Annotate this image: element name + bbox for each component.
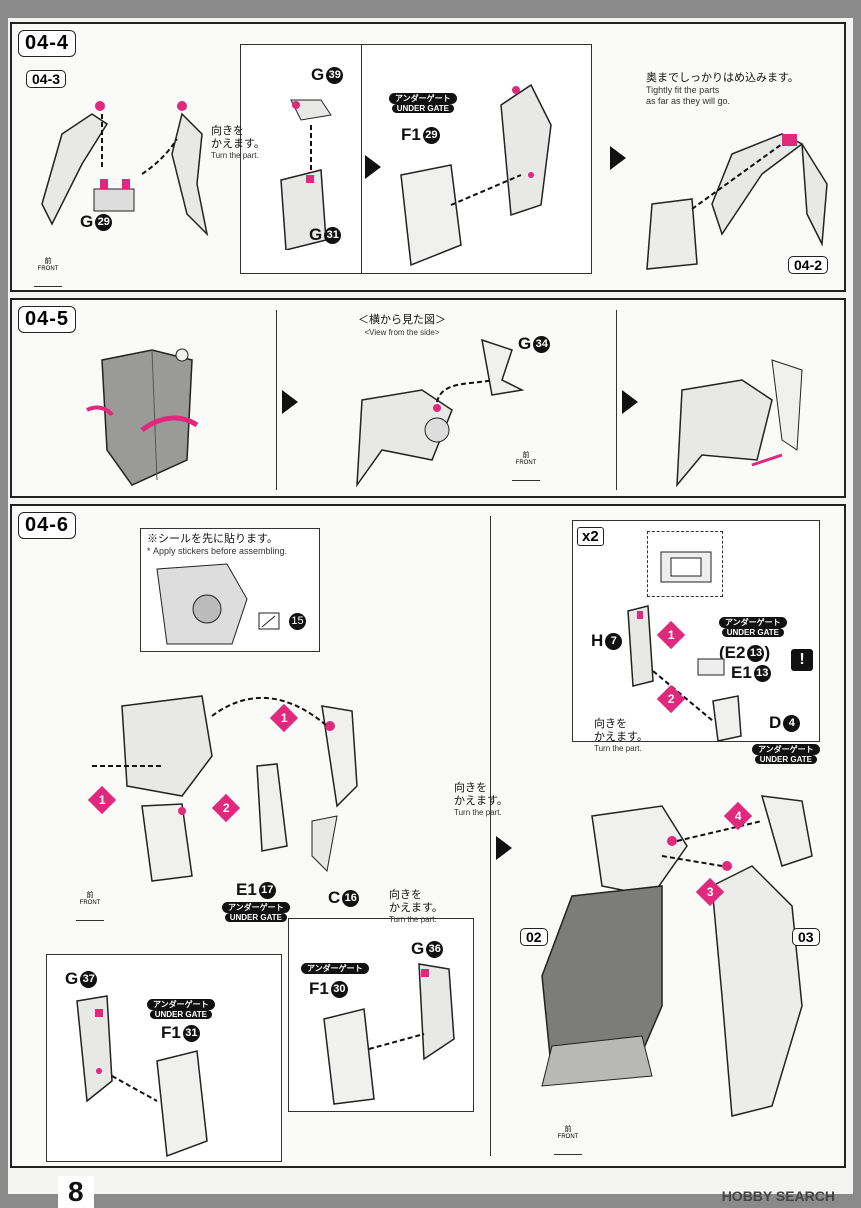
ref-tag-04-2: 04-2: [788, 256, 829, 274]
leg-assembly-illustration: [541, 795, 813, 1117]
step-divider: [490, 516, 491, 1156]
sticker-number: 15: [289, 613, 306, 630]
caution-icon: !: [791, 649, 813, 671]
step-arrow: [282, 390, 298, 414]
x2-illustration: [627, 605, 742, 741]
step-tag: 04-4: [18, 30, 77, 57]
step-divider: [616, 310, 617, 490]
fit-instruction: 奥までしっかりはめ込みます。Tightly fit the parts as f…: [646, 72, 799, 107]
g36-illustration: [323, 963, 455, 1105]
page-number: 8: [58, 1176, 94, 1208]
result-illustration: [676, 359, 803, 488]
sticker-callout: ※シールを先に貼ります。* Apply stickers before asse…: [140, 528, 320, 652]
turn-part-label: 向きを かえます。Turn the part.: [389, 889, 443, 925]
subpanel-divider: [361, 45, 362, 273]
wing-part-illustration: [41, 101, 209, 237]
g37-illustration: [76, 995, 208, 1158]
turn-part-label: 向きを かえます。Turn the part.: [594, 718, 648, 754]
step-arrow: [496, 836, 512, 860]
step-tag: 04-5: [18, 306, 77, 333]
ref-tag-03: 03: [792, 928, 820, 946]
ref-tag-04-3: 04-3: [26, 70, 67, 88]
detail-view: [647, 531, 723, 597]
final-assembly-illustration: [646, 133, 828, 270]
step-arrow: [610, 146, 626, 170]
multiplier-badge: x2: [577, 527, 604, 546]
arm-assembly-illustration: [92, 695, 358, 882]
step-arrow: [622, 390, 638, 414]
shield-part-illustration: [86, 348, 199, 486]
watermark: HOBBY SEARCH: [721, 1188, 835, 1204]
turn-part-label: 向きを かえます。Turn the part.: [211, 125, 265, 161]
sticker-illustration: [156, 563, 248, 645]
side-view-label: ＜横から見た図＞<View from the side>: [358, 314, 446, 337]
step-04-6-panel: 04-6 ※シールを先に貼ります。* Apply stickers before…: [10, 504, 846, 1168]
step-tag: 04-6: [18, 512, 77, 539]
under-gate-label: アンダーゲート: [301, 963, 369, 974]
step-arrow: [365, 155, 381, 179]
f1-part-illustration: [400, 83, 552, 267]
sticker-note: ※シールを先に貼ります。* Apply stickers before asse…: [147, 533, 288, 556]
detail-part-icon: [660, 551, 712, 583]
side-view-illustration: [356, 338, 525, 488]
turn-part-label: 向きを かえます。Turn the part.: [454, 782, 508, 818]
ref-tag-02: 02: [520, 928, 548, 946]
step-divider: [276, 310, 277, 490]
sticker-icon: [258, 612, 280, 630]
